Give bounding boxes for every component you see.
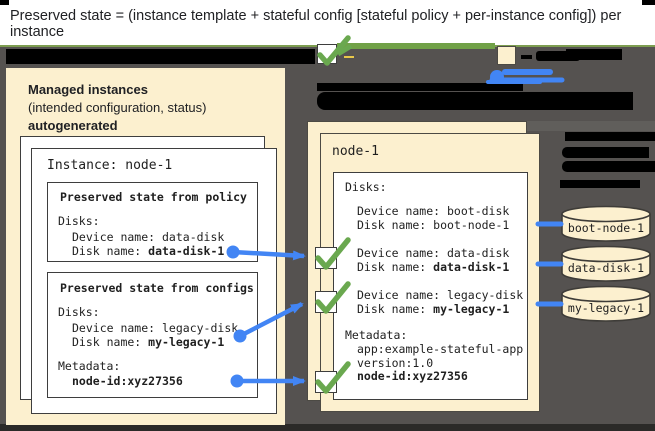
vm-boot-disk-value: boot-node-1 [433, 218, 510, 232]
configs-metadata-value: node-id:xyz27356 [72, 374, 183, 388]
redaction-bar-gray [527, 121, 655, 131]
vm-legacy-disk-prefix: Disk name: [357, 302, 434, 316]
policy-state-box [47, 182, 258, 262]
vm-data-device-line: Device name: data-disk [357, 246, 510, 260]
check-icon-node-id [315, 361, 351, 394]
disk-cylinder-data-label: data-disk-1 [568, 261, 644, 275]
redaction-bar-right-3 [562, 161, 655, 172]
vm-boot-disk-line: Disk name: boot-node-1 [357, 218, 509, 232]
redaction-mark-eq [521, 55, 532, 59]
redaction-bar-right-2 [562, 147, 649, 158]
vm-legacy-disk-value: my-legacy-1 [433, 302, 510, 316]
check-icon-data-disk [315, 237, 351, 270]
diagram-title: Preserved state = (instance template + s… [10, 8, 622, 40]
managed-instances-subheading: (intended configuration, status) [28, 100, 207, 115]
configs-state-box [47, 272, 258, 398]
configs-state-title: Preserved state from configs [60, 281, 254, 295]
configs-metadata-label: Metadata: [58, 359, 121, 373]
vm-panel-title: node-1 [332, 144, 379, 159]
managed-instances-heading: Managed instances [28, 82, 148, 97]
vm-metadata-version-line: version:1.0 [357, 356, 434, 370]
policy-disks-label: Disks: [58, 214, 100, 228]
vm-data-disk-value: data-disk-1 [433, 260, 510, 274]
bottom-strip [0, 424, 655, 431]
policy-disk-prefix: Disk name: [72, 244, 149, 258]
legend-cream-swatch [497, 46, 516, 65]
vm-data-disk-line: Disk name: data-disk-1 [357, 260, 509, 274]
vm-disks-label: Disks: [345, 180, 387, 194]
legend-check-icon [317, 35, 354, 66]
policy-disk-value: data-disk-1 [148, 244, 225, 258]
disk-cylinder-boot: boot-node-1 [561, 205, 651, 242]
vm-boot-disk-prefix: Disk name: [357, 218, 434, 232]
autogenerated-label: autogenerated [28, 118, 118, 133]
window-artifact-right [642, 0, 655, 5]
vm-boot-device-line: Device name: boot-disk [357, 204, 510, 218]
vm-metadata-nodeid-line: node-id:xyz27356 [357, 369, 468, 383]
redaction-bar-legend-left [6, 49, 315, 64]
vm-metadata-app-line: app:example-stateful-app [357, 342, 524, 356]
configs-disks-label: Disks: [58, 305, 100, 319]
vm-legacy-device-line: Device name: legacy-disk [357, 288, 524, 302]
policy-state-title: Preserved state from policy [60, 190, 247, 204]
title-band [0, 0, 655, 45]
vm-metadata-label: Metadata: [345, 328, 408, 342]
policy-disk-line: Disk name: data-disk-1 [72, 244, 224, 258]
configs-device-line: Device name: legacy-disk [72, 321, 239, 335]
redaction-bar-right-4 [560, 180, 640, 188]
disk-cylinder-boot-label: boot-node-1 [568, 221, 644, 235]
check-icon-legacy-disk [315, 281, 351, 314]
configs-disk-value: my-legacy-1 [148, 335, 225, 349]
vm-data-disk-prefix: Disk name: [357, 260, 434, 274]
vm-disks-box [333, 172, 528, 400]
instance-card-title: Instance: node-1 [47, 158, 173, 173]
redaction-bar-right-1 [565, 132, 655, 141]
redaction-bar-row3 [317, 92, 633, 110]
window-artifact-left [0, 0, 9, 5]
disk-cylinder-legacy: my-legacy-1 [561, 285, 651, 322]
disk-cylinder-legacy-label: my-legacy-1 [568, 301, 644, 315]
configs-disk-line: Disk name: my-legacy-1 [72, 335, 224, 349]
vm-legacy-disk-line: Disk name: my-legacy-1 [357, 302, 509, 316]
policy-device-line: Device name: data-disk [72, 230, 225, 244]
legend-green-arrow-bar [337, 43, 495, 49]
configs-disk-prefix: Disk name: [72, 335, 149, 349]
redaction-mark-line [584, 50, 611, 55]
disk-cylinder-data: data-disk-1 [561, 245, 651, 282]
redaction-mark-word [536, 51, 580, 61]
redaction-bar-row2 [317, 83, 523, 91]
